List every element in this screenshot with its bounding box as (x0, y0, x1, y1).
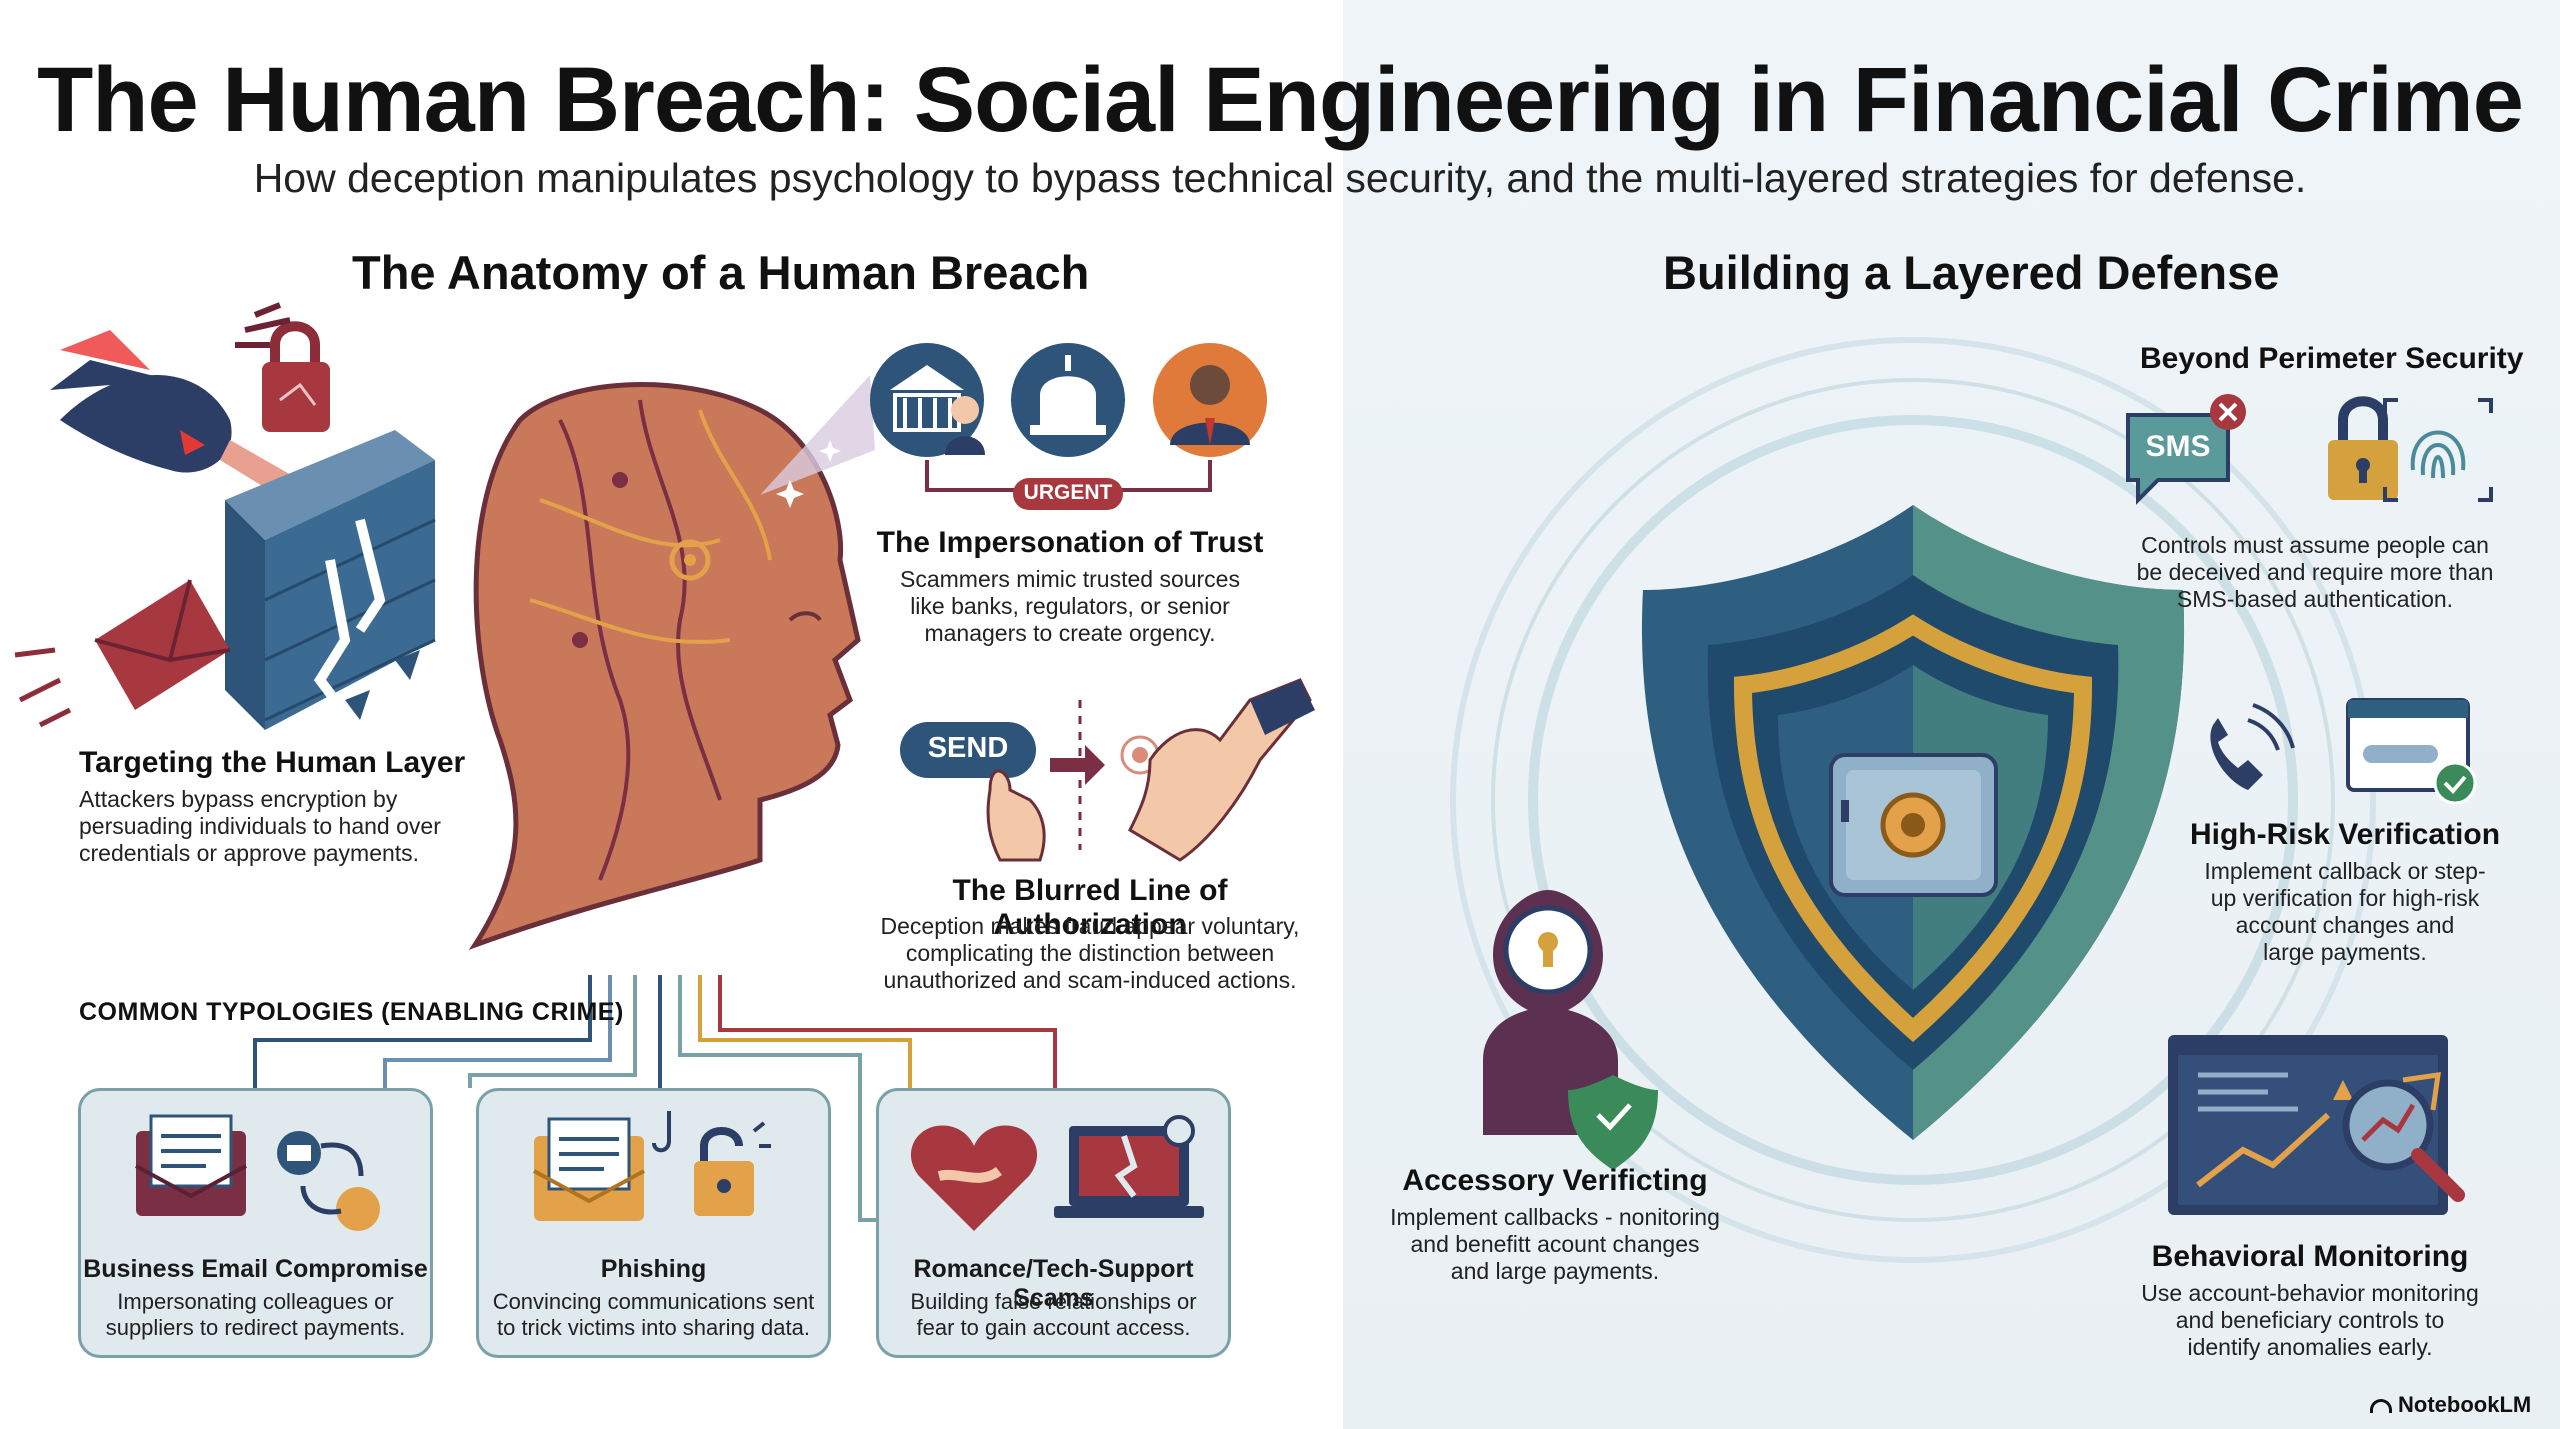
high-risk-description: Implement callback or step- up verificat… (2145, 858, 2545, 966)
phishing-icon (533, 1111, 771, 1221)
verified-window-icon (2346, 698, 2477, 805)
human-head-circuit-illustration (468, 382, 861, 950)
card-description-line: Impersonating colleagues or (117, 1289, 394, 1314)
card-description: Convincing communications sent to trick … (489, 1289, 818, 1341)
urgent-badge (1013, 478, 1123, 510)
section-heading-anatomy: The Anatomy of a Human Breach (352, 246, 1090, 299)
card-title: Business Email Compromise (83, 1255, 428, 1283)
perimeter-line: be deceived and require more than (2136, 559, 2494, 585)
high-risk-line: up verification for high-risk (2210, 885, 2480, 911)
high-risk-line: account changes and (2235, 912, 2455, 938)
page-title: The Human Breach: Social Engineering in … (37, 49, 2524, 151)
impersonation-title: The Impersonation of Trust (876, 526, 1264, 559)
page-subtitle: How deception manipulates psychology to … (253, 155, 2307, 201)
authorization-title: The Blurred Line of Authorization (952, 874, 1228, 941)
regulator-capitol-icon (1011, 343, 1125, 457)
high-risk-title: High-Risk Verification (2189, 818, 2501, 851)
behavioral-line: identify anomalies early. (2187, 1334, 2433, 1360)
authorization-description: Deception makes fraud appear voluntary, … (860, 913, 1320, 994)
card-business-email-compromise: Business Email Compromise Impersonating … (78, 1088, 433, 1358)
trust-beam-shape (760, 375, 875, 495)
impersonation-line: Scammers mimic trusted sources (900, 566, 1240, 592)
bank-icon (870, 343, 985, 457)
accessory-line: Implement callbacks - nonitoring (1390, 1204, 1720, 1230)
notebooklm-logo-icon (2370, 1399, 2392, 1414)
right-illustrations (1450, 337, 2493, 1263)
perimeter-line: SMS-based authentication. (2176, 586, 2454, 612)
card-description-line: Building false relationships or (910, 1289, 1197, 1314)
card-title: Romance/Tech-Support Scams (913, 1255, 1194, 1312)
perimeter-line: Controls must assume people can (2141, 532, 2489, 558)
card-description-line: to trick victims into sharing data. (496, 1315, 810, 1340)
section-heading-defense: Building a Layered Defense (1663, 246, 2280, 299)
accessory-line: and large payments. (1450, 1258, 1660, 1284)
impersonation-line: managers to create orgency. (924, 620, 1216, 646)
fingerprint-icon (2383, 398, 2493, 502)
card-description-line: suppliers to redirect payments. (105, 1315, 406, 1340)
senior-manager-avatar-icon (1153, 343, 1267, 457)
behavioral-description: Use account-behavior monitoring and bene… (2110, 1280, 2510, 1361)
behavioral-title: Behavioral Monitoring (2151, 1240, 2469, 1273)
accessory-line: and benefitt acount changes (1410, 1231, 1700, 1257)
keyhole-person-shield-icon (1483, 890, 1658, 1170)
defense-rings (1450, 337, 2376, 1263)
card-phishing: Phishing Convincing communications sent … (476, 1088, 831, 1358)
layered-shield-icon (1641, 505, 2185, 1140)
behavioral-line: and beneficiary controls to (2175, 1307, 2445, 1333)
behavioral-line: Use account-behavior monitoring (2141, 1280, 2479, 1306)
targeting-line: persuading individuals to hand over (79, 813, 441, 839)
urgent-badge-label: URGENT (1023, 481, 1113, 504)
targeting-description: Attackers bypass encryption by persuadin… (79, 786, 441, 867)
high-risk-line: Implement callback or step- (2204, 858, 2486, 884)
notebooklm-brand-text: NotebookLM (2398, 1392, 2532, 1417)
typologies-label: COMMON TYPOLOGIES (ENABLING CRIME) (79, 998, 624, 1026)
gold-padlock-icon (2328, 396, 2398, 500)
padlock-icon (262, 321, 330, 432)
targeting-line: Attackers bypass encryption by (79, 786, 398, 812)
send-button-label: SEND (927, 732, 1009, 764)
perimeter-title: Beyond Perimeter Security (2140, 342, 2524, 375)
left-illustrations (14, 302, 1315, 1222)
impersonation-description: Scammers mimic trusted sources like bank… (860, 566, 1280, 647)
card-description: Impersonating colleagues or suppliers to… (91, 1289, 420, 1341)
notebooklm-brand: NotebookLM (2370, 1392, 2531, 1418)
analytics-dashboard-icon (2168, 1035, 2465, 1215)
perimeter-description: Controls must assume people can be decei… (2115, 532, 2515, 613)
card-description-line: Convincing communications sent (492, 1289, 815, 1314)
high-risk-line: large payments. (2263, 939, 2427, 965)
authorization-line: complicating the distinction between (905, 940, 1275, 966)
business-email-icon (135, 1114, 380, 1231)
card-description: Building false relationships or fear to … (889, 1289, 1218, 1341)
authorization-line: Deception makes fraud appear voluntary, (880, 913, 1300, 939)
card-description-line: fear to gain account access. (916, 1315, 1191, 1340)
sms-blocked-icon (2126, 394, 2246, 505)
card-romance-tech-support-scams: Romance/Tech-Support Scams Building fals… (876, 1088, 1231, 1358)
phone-callback-icon (2210, 703, 2295, 790)
brick-wall-icon (225, 430, 436, 730)
accessory-description: Implement callbacks - nonitoring and ben… (1355, 1204, 1755, 1285)
send-button-graphic (900, 722, 1036, 778)
targeting-line: credentials or approve payments. (79, 840, 420, 866)
sms-label: SMS (2145, 430, 2211, 463)
impersonation-line: like banks, regulators, or senior (910, 593, 1230, 619)
accessory-title: Accessory Verificting (1402, 1164, 1708, 1197)
targeting-title: Targeting the Human Layer (79, 746, 466, 779)
authorization-line: unauthorized and scam-induced actions. (883, 967, 1297, 993)
envelope-attack-icon (14, 579, 231, 728)
card-title: Phishing (600, 1255, 707, 1283)
romance-scam-icon (910, 1115, 1204, 1231)
